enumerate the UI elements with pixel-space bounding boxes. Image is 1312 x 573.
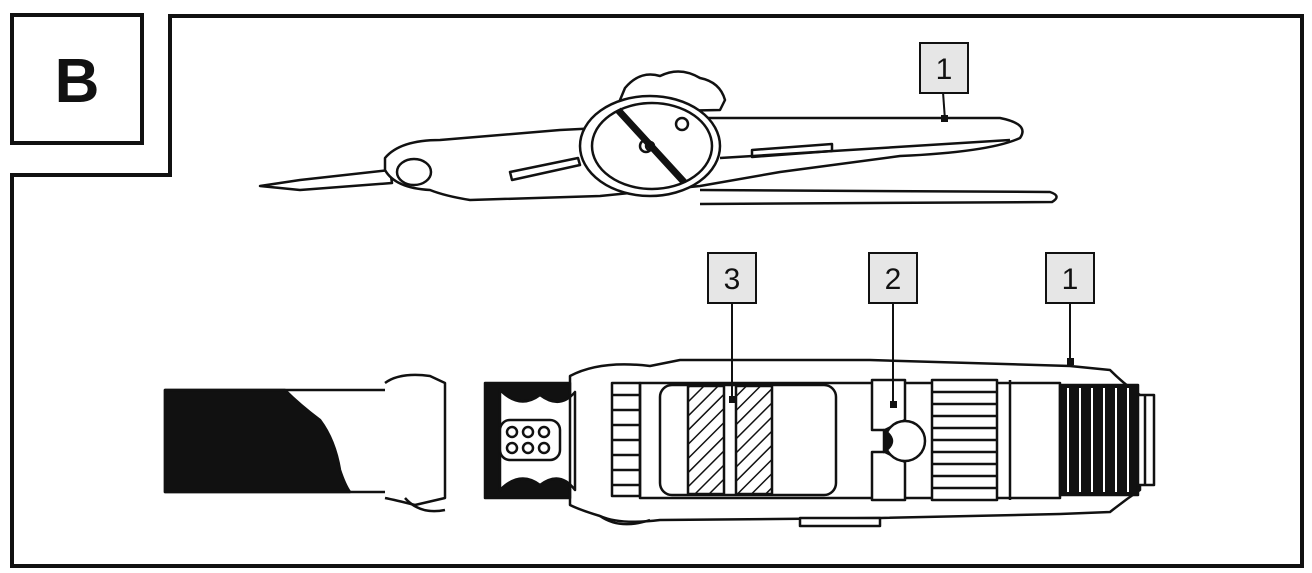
callout-bottom-2-label: 2 (885, 263, 902, 296)
callout-bottom-2: 2 (868, 252, 918, 408)
outer-frame (10, 14, 1304, 568)
callout-top-1: 1 (919, 42, 969, 122)
callout-top-1-label: 1 (936, 53, 953, 86)
callout-bottom-1-label: 1 (1062, 263, 1079, 296)
ratchet-top-view (163, 358, 1156, 528)
panel-letter: B (55, 47, 100, 116)
callout-bottom-1: 1 (1045, 252, 1095, 365)
callout-bottom-3: 3 (707, 252, 757, 403)
panel-letter-box: B (10, 13, 144, 145)
ratchet-side-view (258, 70, 1058, 206)
callout-bottom-3-label: 3 (724, 263, 741, 296)
